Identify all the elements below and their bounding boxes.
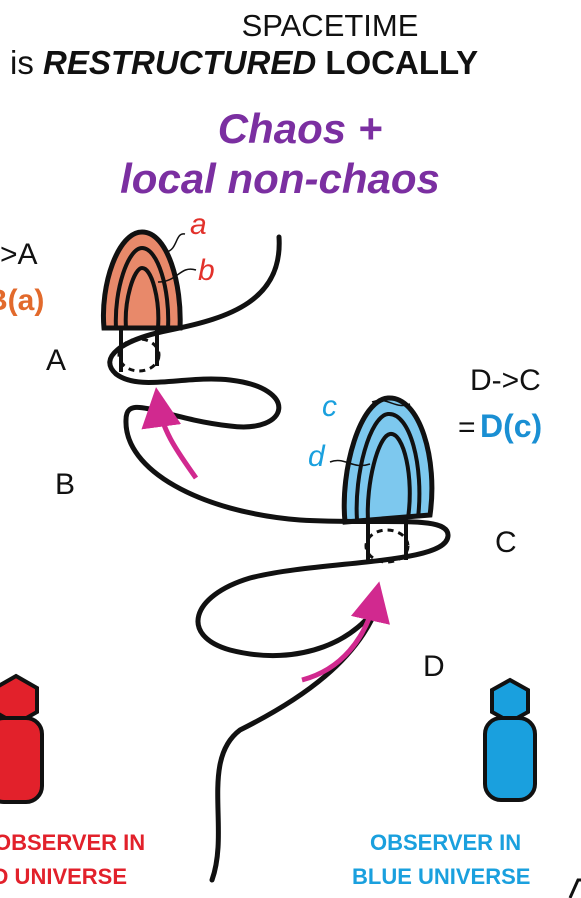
label-B: B (55, 468, 76, 501)
blue-observer-head (490, 677, 530, 725)
label-C: C (495, 526, 517, 559)
red-observer-caption-2: RED UNIVERSE (0, 864, 128, 889)
title-suffix: LOCALLY (325, 44, 479, 81)
arrow-b-to-a (141, 387, 199, 480)
pointer-d (329, 459, 371, 467)
blue-observer-caption-1: OBSERVER IN (370, 830, 522, 855)
label-b: b (198, 254, 215, 287)
fold-b-arc (123, 265, 161, 329)
phrase-line-2: local non-chaos (120, 155, 440, 202)
label-left-partial-1: >A (0, 238, 38, 271)
label-right-equals: = (458, 411, 476, 444)
pointer-a (165, 233, 186, 253)
cropped-glyph (568, 878, 581, 898)
title-line-1: SPACETIME (241, 8, 419, 43)
red-observer-caption-1: OBSERVER IN (0, 830, 146, 855)
title-prefix: is (10, 44, 34, 81)
arrow-d-to-c (301, 581, 390, 683)
pointer-b (157, 268, 197, 283)
title-emphasis: RESTRUCTURED (43, 44, 317, 81)
tube-opening-a (117, 337, 161, 373)
label-right-dc: D(c) (479, 408, 543, 444)
fold-a-arc-1 (113, 245, 171, 329)
pointer-c (371, 399, 411, 407)
blue-observer-caption-2: BLUE UNIVERSE (352, 864, 531, 889)
label-left-partial-2: B(a) (0, 284, 45, 317)
label-d: d (308, 440, 325, 473)
label-A: A (46, 344, 67, 377)
label-right-1: D->C (470, 364, 541, 397)
spacetime-curve (107, 234, 451, 883)
phrase-line-1: Chaos + (217, 105, 383, 152)
title-line-2: is RESTRUCTURED LOCALLY (10, 46, 478, 79)
blue-observer-body (483, 716, 537, 802)
fold-a-outer (100, 229, 183, 331)
label-c: c (322, 390, 337, 423)
label-right-2: = D(c) (458, 410, 542, 443)
label-D: D (423, 650, 445, 683)
red-observer-body (0, 716, 44, 804)
label-a: a (190, 208, 207, 241)
fold-c-arc-1 (354, 412, 422, 521)
fold-d-arc (365, 432, 412, 521)
